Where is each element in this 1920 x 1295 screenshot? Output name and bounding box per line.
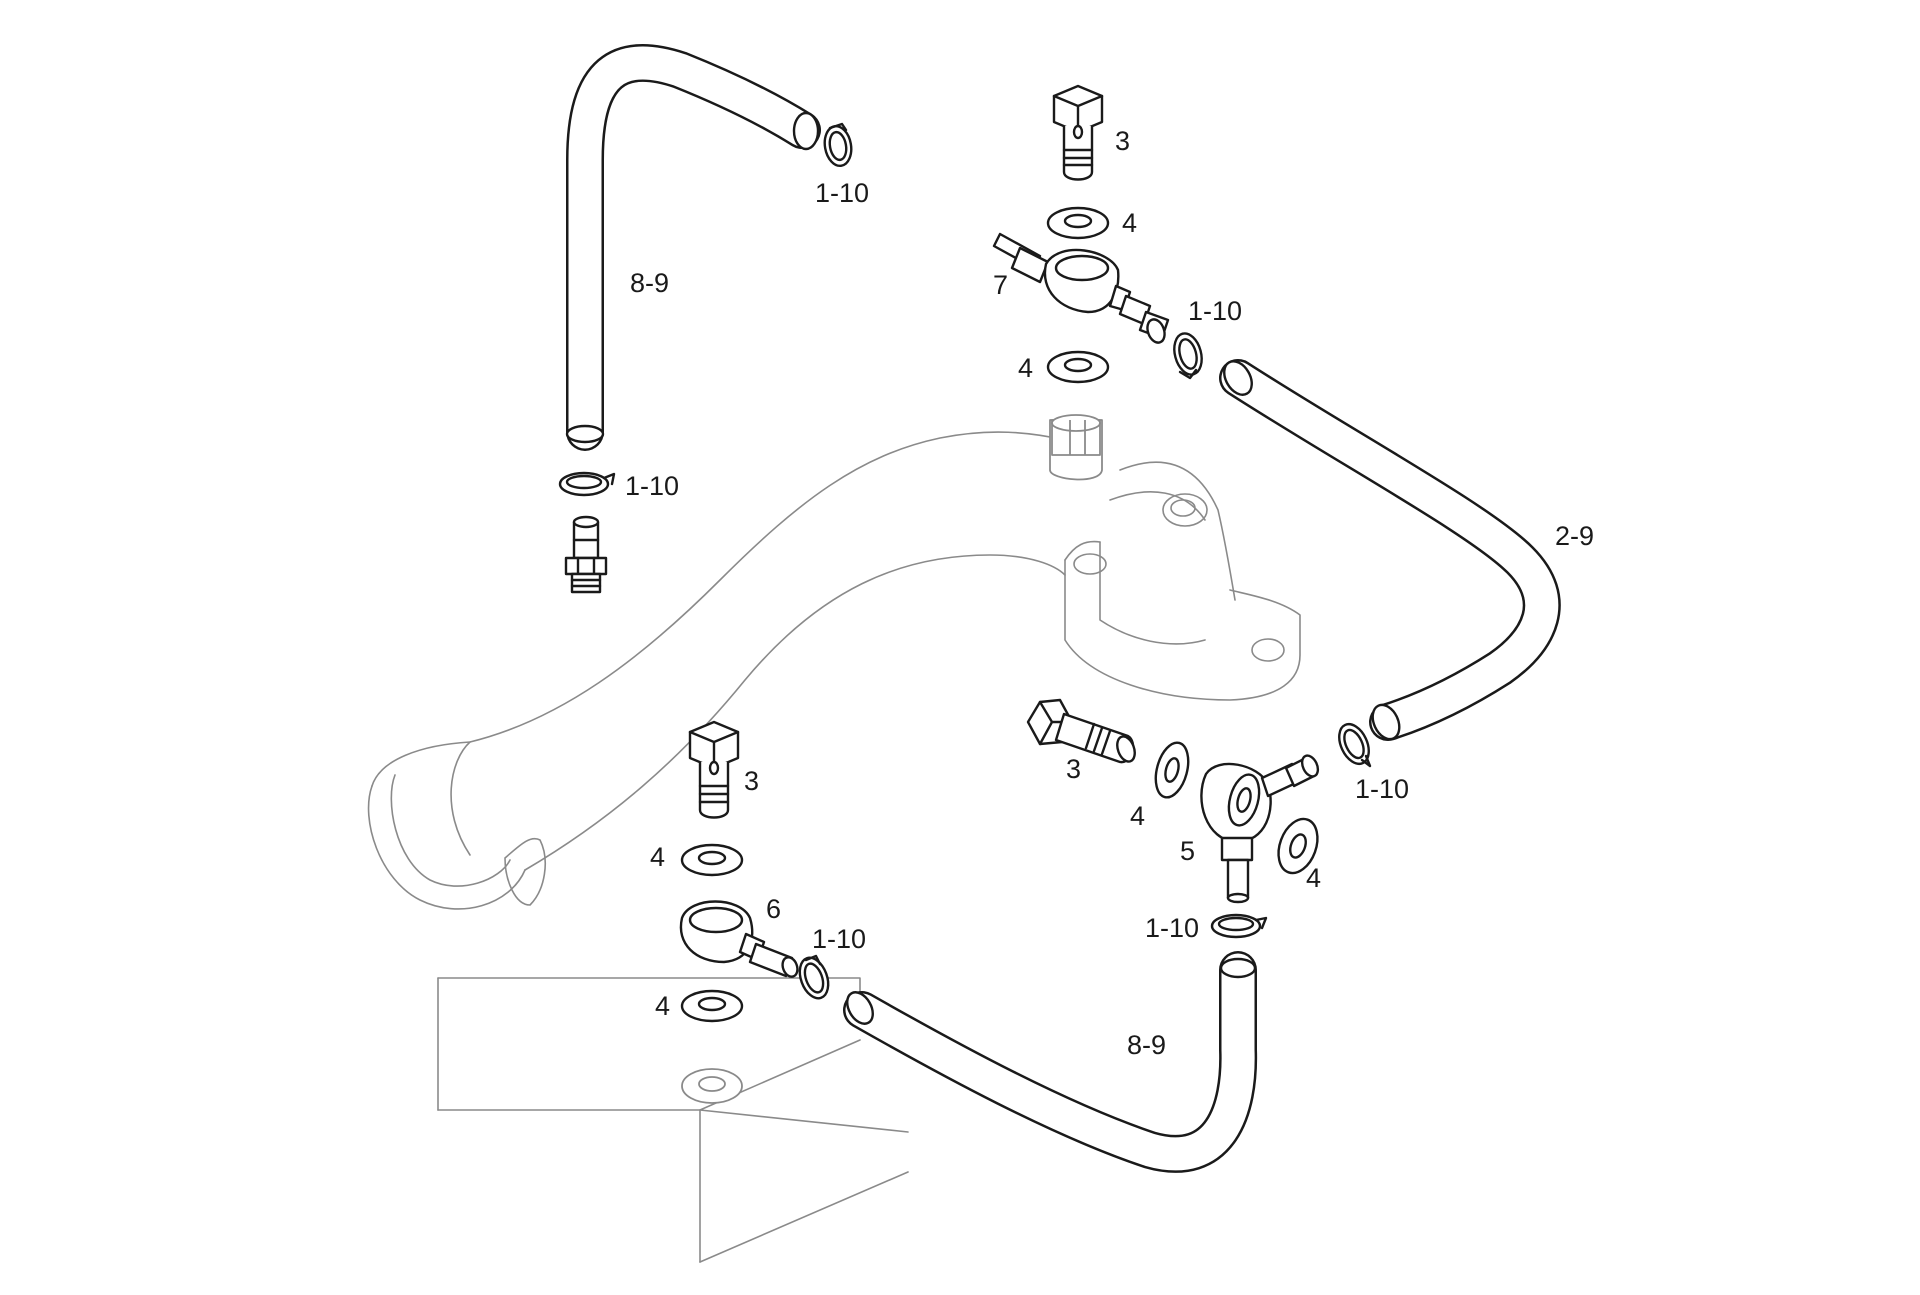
callout-clip-top-right: 1-10 <box>1188 296 1242 326</box>
hose-clip-right-upper <box>1338 722 1372 768</box>
callout-banjo-bottom: 6 <box>766 894 781 924</box>
callout-hose-bottom: 8-9 <box>1127 1030 1166 1060</box>
inlet-manifold <box>367 414 1301 910</box>
callout-washer-right: 4 <box>1306 863 1321 893</box>
banjo-fitting-right <box>1200 754 1320 904</box>
engine-block <box>437 977 909 1263</box>
hose-clip-bottom <box>798 954 830 1000</box>
washer-middle <box>1154 741 1190 799</box>
banjo-fitting-top <box>992 232 1170 344</box>
callout-clip-bottom: 1-10 <box>812 924 866 954</box>
callout-washer-bottom-lower: 4 <box>655 991 670 1021</box>
callout-clip-right-upper: 1-10 <box>1355 774 1409 804</box>
callout-hose-right: 2-9 <box>1555 521 1594 551</box>
callout-clip-right-lower: 1-10 <box>1145 913 1199 943</box>
callout-banjo-right: 5 <box>1180 836 1195 866</box>
left-pipe-fitting <box>564 515 608 594</box>
hose-right <box>1219 359 1561 741</box>
callout-clip-top-left: 1-10 <box>815 178 869 208</box>
banjo-bolt-top <box>1052 84 1104 181</box>
callout-bolt-top: 3 <box>1115 126 1130 156</box>
hose-clip-right-lower <box>1210 913 1268 939</box>
washer-bottom-lower <box>680 989 744 1023</box>
callout-washer-bottom-upper: 4 <box>650 842 665 872</box>
banjo-bolt-bottom <box>688 720 740 819</box>
washer-right <box>1277 817 1319 875</box>
hose-clip-top-right <box>1173 332 1203 380</box>
seat-washer-engine <box>681 1068 743 1104</box>
callout-hose-top-left: 8-9 <box>630 268 669 298</box>
washer-top-lower <box>1046 350 1110 384</box>
callout-banjo-top: 7 <box>993 270 1008 300</box>
washer-top-upper <box>1046 206 1110 240</box>
hose-bottom <box>843 951 1258 1173</box>
hose-clip-top-left <box>823 122 853 168</box>
callout-washer-top-lower: 4 <box>1018 353 1033 383</box>
callout-bolt-middle: 3 <box>1066 754 1081 784</box>
callout-bolt-bottom: 3 <box>744 766 759 796</box>
banjo-fitting-bottom <box>679 900 799 978</box>
banjo-bolt-middle <box>1026 698 1136 764</box>
callout-washer-middle: 4 <box>1130 801 1145 831</box>
washer-bottom-upper <box>680 843 744 877</box>
hose-clip-left-fitting <box>558 471 616 497</box>
callout-washer-top-upper: 4 <box>1122 208 1137 238</box>
callout-clip-left-fitting: 1-10 <box>625 471 679 501</box>
hose-top-left <box>565 43 821 451</box>
